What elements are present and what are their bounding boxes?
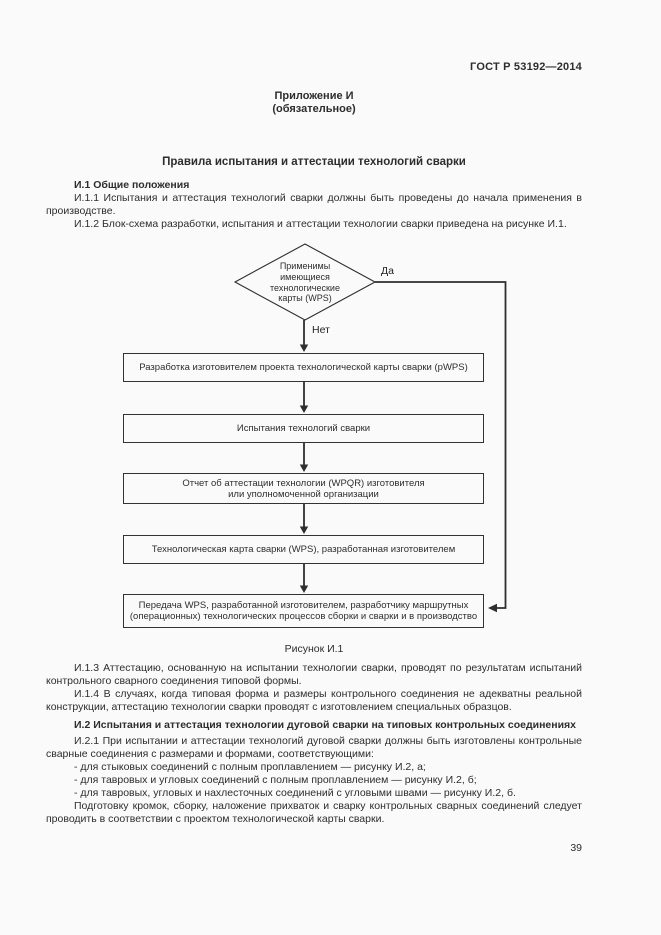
paragraph-i12: И.1.2 Блок-схема разработки, испытания и… — [74, 218, 567, 230]
decision-line-1: Применимы — [279, 261, 331, 271]
connector-4-5-arrowhead — [299, 585, 309, 593]
connector-2-3-arrowhead — [299, 464, 309, 472]
decision-line-2: имеющиеся — [280, 271, 330, 282]
flowchart-box-wps-card: Технологическая карта сварки (WPS), разр… — [123, 535, 484, 564]
page-number: 39 — [570, 842, 582, 854]
bullet-butt-joints: - для стыковых соединений с полным пропл… — [74, 761, 426, 773]
flowchart-box-wps-transfer: Передача WPS, разработанной изготовителе… — [123, 594, 484, 628]
appendix-heading: Приложение И (обязательное) — [46, 90, 582, 116]
section-i1-heading: И.1 Общие положения — [74, 179, 190, 191]
no-branch-arrowhead — [299, 344, 309, 352]
yes-branch-label: Да — [381, 265, 394, 277]
section-i2-heading: И.2 Испытания и аттестация технологии ду… — [74, 719, 577, 731]
flowchart-box-text: или уполномоченной организации — [228, 488, 379, 500]
flowchart-box-text: Отчет об аттестации технологии (WPQR) из… — [182, 477, 425, 489]
flowchart-box-text: Передача WPS, разработанной изготовителе… — [138, 600, 469, 611]
flowchart-box-text: Технологическая карта сварки (WPS), разр… — [151, 544, 456, 555]
decision-line-4: карты (WPS) — [278, 293, 332, 304]
page-title: Правила испытания и аттестации технологи… — [162, 156, 466, 168]
flowchart-box-welding-tests: Испытания технологий сварки — [123, 414, 484, 443]
connector-1-2-arrowhead — [299, 405, 309, 413]
no-branch-label: Нет — [312, 324, 330, 336]
paragraph-i11: И.1.1 Испытания и аттестация технологий … — [46, 192, 582, 217]
decision-label: Применимы имеющиеся технологические карт… — [245, 261, 365, 304]
bullet-tee-corner-joints: - для тавровых и угловых соединений с по… — [74, 774, 477, 786]
flowchart-box-wpqr-report: Отчет об аттестации технологии (WPQR) из… — [123, 473, 484, 504]
appendix-note: (обязательное) — [272, 103, 356, 115]
paragraph-i14: И.1.4 В случаях, когда типовая форма и р… — [46, 688, 582, 713]
decision-line-3: технологические — [270, 282, 340, 293]
yes-branch-arrowhead — [488, 603, 497, 613]
paragraph-i13: И.1.3 Аттестацию, основанную на испытани… — [46, 662, 582, 687]
bullet-fillet-weld-joints: - для тавровых, угловых и нахлесточных с… — [74, 787, 516, 799]
paragraph-final: Подготовку кромок, сборку, наложение при… — [46, 800, 582, 825]
paragraph-i21: И.2.1 При испытании и аттестации техноло… — [46, 735, 582, 760]
connector-3-4-arrowhead — [299, 526, 309, 534]
flowchart-box-pwps-development: Разработка изготовителем проекта техноло… — [123, 353, 484, 382]
flowchart-box-text: (операционных) технологических процессов… — [129, 611, 478, 622]
appendix-label: Приложение И — [274, 90, 354, 102]
flowchart-box-text: Испытания технологий сварки — [236, 423, 371, 434]
doc-number: ГОСТ Р 53192—2014 — [470, 61, 582, 73]
flowchart-box-text: Разработка изготовителем проекта техноло… — [139, 362, 468, 373]
figure-caption: Рисунок И.1 — [284, 643, 344, 655]
